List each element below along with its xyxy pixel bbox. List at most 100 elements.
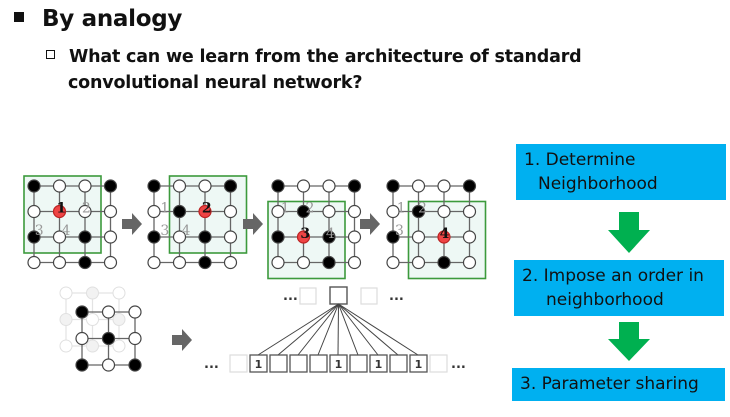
faded-node [59, 286, 73, 300]
graph-node [27, 179, 41, 193]
graph-node [101, 305, 116, 319]
weight-label: 1 [255, 358, 263, 371]
graph-node [27, 204, 41, 219]
graph-node [101, 358, 116, 372]
connection-edge [257, 303, 339, 356]
bullet-level2: What can we learn from the architecture … [46, 44, 686, 96]
ellipsis: ... [204, 357, 219, 372]
input-unit [409, 354, 428, 373]
ellipsis: ... [389, 289, 404, 304]
step-label: 3 [300, 226, 310, 242]
graph-node [128, 305, 142, 319]
neighbor-unit [360, 287, 378, 305]
flow-step-2-line1: 2. Impose an order in [522, 266, 704, 286]
faded-node [112, 339, 126, 353]
bullet-level2-line2: convolutional neural network? [68, 73, 363, 93]
graph-node [322, 204, 336, 219]
graph-node [386, 179, 400, 193]
step-label: 1 [56, 200, 66, 216]
graph-node [198, 179, 212, 193]
graph-node [437, 255, 451, 270]
graph-node [462, 230, 477, 244]
input-unit [249, 354, 268, 373]
graph-node [52, 179, 67, 193]
neighbor-label: 4 [182, 223, 191, 239]
graph-node [386, 204, 400, 219]
graph-node [223, 230, 238, 244]
bullet-level2-line1: What can we learn from the architecture … [69, 47, 582, 67]
graph-node [172, 230, 187, 244]
graph-node [411, 179, 426, 193]
graph-node [198, 230, 212, 244]
graph-node [223, 179, 238, 193]
ellipsis: ... [451, 357, 466, 372]
neighbor-unit [229, 354, 248, 373]
weight-label: 1 [375, 358, 383, 371]
square-bullet-icon [14, 12, 24, 22]
graph-node [78, 204, 92, 219]
graph-node [147, 230, 161, 244]
faded-node [112, 286, 126, 300]
connection-edge [297, 303, 339, 356]
neighbor-label: 1 [160, 200, 169, 216]
graph-node [172, 179, 187, 193]
input-unit [269, 354, 288, 373]
graph-node [223, 255, 238, 270]
neighbor-label: 4 [62, 223, 71, 239]
center-node [437, 230, 451, 244]
graph-node [322, 255, 336, 270]
graph-node [462, 255, 477, 270]
neighbor-label: 4 [326, 226, 335, 242]
step-label: 4 [440, 226, 450, 242]
neighbor-label: 2 [306, 200, 315, 216]
neighbor-label: 3 [35, 223, 44, 239]
graph-node [296, 179, 311, 193]
graph-node [437, 179, 451, 193]
graph-node [322, 230, 336, 244]
graph-node [296, 204, 311, 219]
graph-node [347, 179, 362, 193]
graph-node [437, 204, 451, 219]
neighbor-label: 3 [160, 223, 169, 239]
neighbor-label: 3 [395, 223, 404, 239]
center-node [52, 204, 67, 219]
neighbor-label: 1 [281, 200, 290, 216]
neighbor-label: 2 [418, 200, 427, 216]
graph-node [103, 204, 118, 219]
connection-edge [338, 303, 379, 356]
graph-node [386, 230, 400, 244]
connection-edge [337, 303, 339, 356]
green-down-arrow-icon [608, 322, 650, 361]
output-unit [329, 286, 348, 305]
graph-node [322, 179, 336, 193]
faded-node [86, 339, 99, 353]
neighbor-label: 1 [397, 200, 406, 216]
graph-node [78, 255, 92, 270]
weight-label: 1 [415, 358, 423, 371]
graph-node [271, 255, 285, 270]
graph-node [172, 204, 187, 219]
connection-edge [338, 303, 359, 356]
graph-node [198, 255, 212, 270]
flow-step-3: 3. Parameter sharing [512, 368, 725, 401]
graph-node [52, 255, 67, 270]
graph-node [147, 255, 161, 270]
graph-node [78, 179, 92, 193]
graph-node [271, 179, 285, 193]
neighbor-unit [429, 354, 448, 373]
graph-node [386, 255, 400, 270]
graph-node [52, 230, 67, 244]
input-unit [309, 354, 328, 373]
graph-node [462, 179, 477, 193]
bullet-level1: By analogy [14, 6, 182, 32]
graph-node [271, 230, 285, 244]
graph-node [147, 179, 161, 193]
graph-node [75, 331, 89, 346]
flow-step-1-line2: Neighborhood [538, 174, 658, 194]
graph-node [147, 204, 161, 219]
graph-node [103, 179, 118, 193]
connection-edge [317, 303, 339, 356]
gray-right-arrow-icon [172, 329, 192, 351]
